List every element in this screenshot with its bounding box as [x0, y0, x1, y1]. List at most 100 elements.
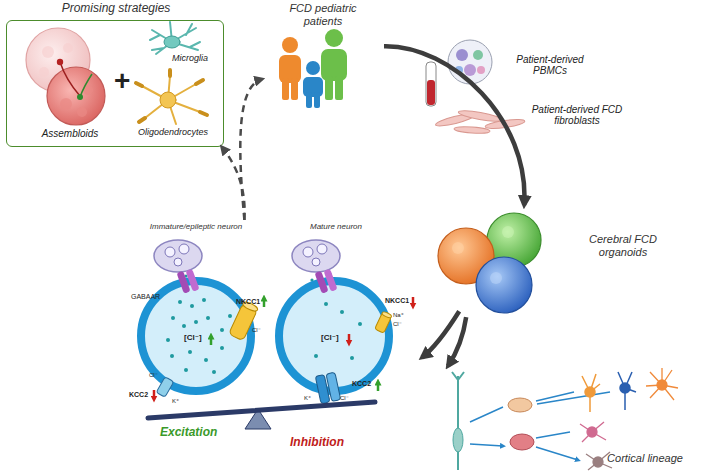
assembloid-illustration — [26, 28, 105, 125]
cortical-lineage-cells-part — [580, 422, 606, 442]
chloride-ions-part — [170, 354, 174, 358]
blood-tube-and-pbmcs-part — [448, 40, 492, 84]
chloride-ions-part — [182, 324, 186, 328]
blood-tube-and-pbmcs-part — [456, 49, 468, 61]
neuron-label: Immature/epileptic neuron — [136, 222, 256, 231]
patient-figures-part-part — [325, 29, 343, 47]
patient-figures-part-part — [291, 78, 298, 100]
lineage-group: Cortical lineage — [440, 366, 706, 473]
change-arrows-part — [153, 390, 156, 399]
flow-arrow — [384, 46, 524, 205]
organoid-spheres-part — [476, 257, 532, 313]
presynaptic-terminals-part — [292, 240, 340, 272]
cortical-lineage-cells-part-part — [657, 380, 667, 390]
patient-figures-part-part — [279, 55, 301, 83]
oligodendrocyte-cell-part — [142, 76, 200, 124]
patient-figures-part-part — [335, 76, 343, 100]
presynaptic-terminals-part — [317, 244, 327, 254]
assembloid-illustration-part — [39, 67, 49, 77]
assembloid-illustration-part — [47, 67, 105, 125]
ion-label: K⁺ — [304, 395, 311, 402]
cortical-lineage-cells-part-part — [585, 387, 595, 397]
patient-figures-part-part — [282, 78, 289, 100]
patient-figures-part-part — [306, 61, 320, 75]
cortical-lineage-cells-part — [582, 374, 600, 412]
balance-label: Inhibition — [290, 436, 344, 449]
sample-label: Patient-derived PBMCs — [500, 54, 600, 76]
ion-label: Cl⁻ — [252, 327, 261, 334]
cortical-lineage-cells-part-part — [593, 457, 603, 467]
box-heading: Promising strategies — [7, 2, 225, 16]
patient-figures-part — [321, 29, 347, 100]
cortical-lineage-cells-part — [646, 368, 678, 400]
organoid-group: Cerebral FCD organoids — [436, 205, 668, 323]
cortical-lineage-cells-part — [510, 434, 534, 450]
group-label: FCD pediatric patients — [278, 2, 368, 27]
chloride-ions-part — [206, 316, 210, 320]
ion-label: Cl⁻ — [149, 372, 158, 379]
cortical-lineage-cells-part — [618, 372, 636, 410]
assembloid-illustration-part — [80, 74, 92, 97]
receptor-label: GABAAR — [131, 293, 160, 301]
chloride-ions-part — [188, 350, 192, 354]
assembloid-illustration-part — [42, 46, 54, 58]
chloride-ions-part — [314, 354, 318, 358]
chloride-ions-part — [171, 316, 175, 320]
balance-seesaw — [148, 402, 375, 429]
change-arrows-part — [412, 297, 415, 306]
sample-label: Patient-derived FCD fibroblasts — [522, 104, 632, 126]
presynaptic-terminals-part — [312, 258, 320, 266]
cell-label: Microglia — [172, 54, 208, 64]
fibroblast-cells — [435, 109, 526, 135]
cortical-lineage-cells-part — [470, 407, 503, 446]
blood-tube-and-pbmcs-part — [477, 66, 485, 74]
microglia-cell-part — [150, 22, 200, 54]
patient-figures-part-part — [321, 49, 347, 81]
patient-figures-part — [303, 61, 323, 108]
chloride-ions-part — [350, 356, 354, 360]
chloride-ions-part — [190, 304, 194, 308]
group-label: Cerebral FCD organoids — [578, 233, 668, 258]
cortical-lineage-cells-part-part — [587, 427, 597, 437]
patient-figures-part — [279, 37, 301, 100]
microglia-cell-part — [164, 36, 180, 48]
chloride-ions-part — [324, 302, 328, 306]
presynaptic-terminals-part — [303, 247, 313, 257]
chloride-ions-part — [194, 320, 198, 324]
ion-level-label: [Cl⁻] — [321, 334, 339, 343]
assembloid-illustration-part — [60, 62, 80, 96]
nkcc1-transporters-part — [229, 300, 259, 340]
chloride-ions-part — [220, 328, 224, 332]
flow-arrow — [448, 317, 466, 366]
chloride-ions-part — [178, 300, 182, 304]
blood-tube-and-pbmcs-part — [427, 80, 435, 105]
change-arrows — [154, 297, 413, 399]
presynaptic-terminals-part — [154, 240, 202, 272]
organoid-spheres-part — [452, 242, 464, 254]
chloride-ions-part — [204, 358, 208, 362]
neuron-cells — [141, 281, 389, 391]
chloride-ions — [166, 298, 362, 374]
kcc2-transporters-part — [156, 377, 174, 398]
ion-label: Cl⁻ — [393, 321, 402, 328]
cortical-lineage-cells-part-part — [582, 374, 600, 412]
group-label: Cortical lineage — [590, 452, 700, 465]
cortical-lineage-cells-part-part — [618, 372, 636, 410]
assembloid-illustration-part — [60, 98, 72, 110]
ion-label: Cl⁻ — [340, 395, 349, 402]
cortical-lineage-cells-part — [453, 428, 463, 452]
assembloid-illustration-part — [57, 59, 63, 65]
change-arrows-part — [377, 382, 380, 391]
organoid-spheres-part — [502, 226, 514, 238]
cell-label: Assembloids — [30, 128, 110, 139]
blood-tube-and-pbmcs-part — [426, 62, 436, 106]
blood-tube-and-pbmcs-part — [473, 50, 483, 60]
gabaa-receptors — [176, 269, 337, 294]
chloride-ions-part — [202, 298, 206, 302]
oligodendrocyte-cell-part — [136, 70, 207, 122]
chloride-ions-part — [166, 338, 170, 342]
change-arrows-part — [263, 298, 266, 307]
cortical-lineage-cells-part — [508, 398, 532, 412]
oligodendrocyte-cell-part — [160, 92, 176, 108]
ion-level-label: [Cl⁻] — [184, 334, 202, 343]
